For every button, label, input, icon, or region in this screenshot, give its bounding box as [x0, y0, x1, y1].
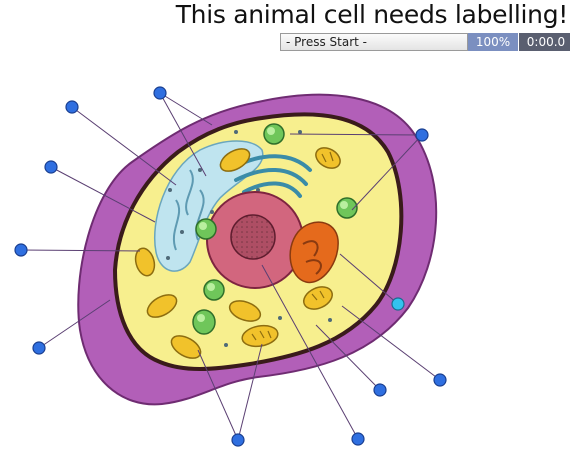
status-bar: - Press Start - 100% 0:00.0 — [280, 33, 570, 51]
pin-5[interactable] — [14, 243, 28, 257]
pin-9[interactable] — [373, 383, 387, 397]
pin-6[interactable] — [391, 297, 405, 311]
page-title: This animal cell needs labelling! — [175, 0, 569, 29]
mitochondria-cristae — [251, 151, 334, 341]
start-prompt[interactable]: - Press Start - — [280, 33, 468, 51]
nucleolus — [230, 214, 276, 260]
leader-lines — [20, 92, 441, 441]
pin-8[interactable] — [433, 373, 447, 387]
pin-1[interactable] — [65, 100, 79, 114]
score-display: 100% — [468, 33, 518, 51]
vacuole-highlights — [197, 127, 348, 322]
chromatin — [231, 215, 275, 259]
pin-3[interactable] — [415, 128, 429, 142]
pin-11[interactable] — [231, 433, 245, 447]
pin-2[interactable] — [153, 86, 167, 100]
pin-10[interactable] — [351, 432, 365, 446]
label-pins — [14, 86, 447, 447]
pin-4[interactable] — [44, 160, 58, 174]
pin-7[interactable] — [32, 341, 46, 355]
mitochondrion-large — [289, 221, 339, 284]
timer-display: 0:00.0 — [519, 33, 570, 51]
er-channels — [173, 169, 205, 251]
